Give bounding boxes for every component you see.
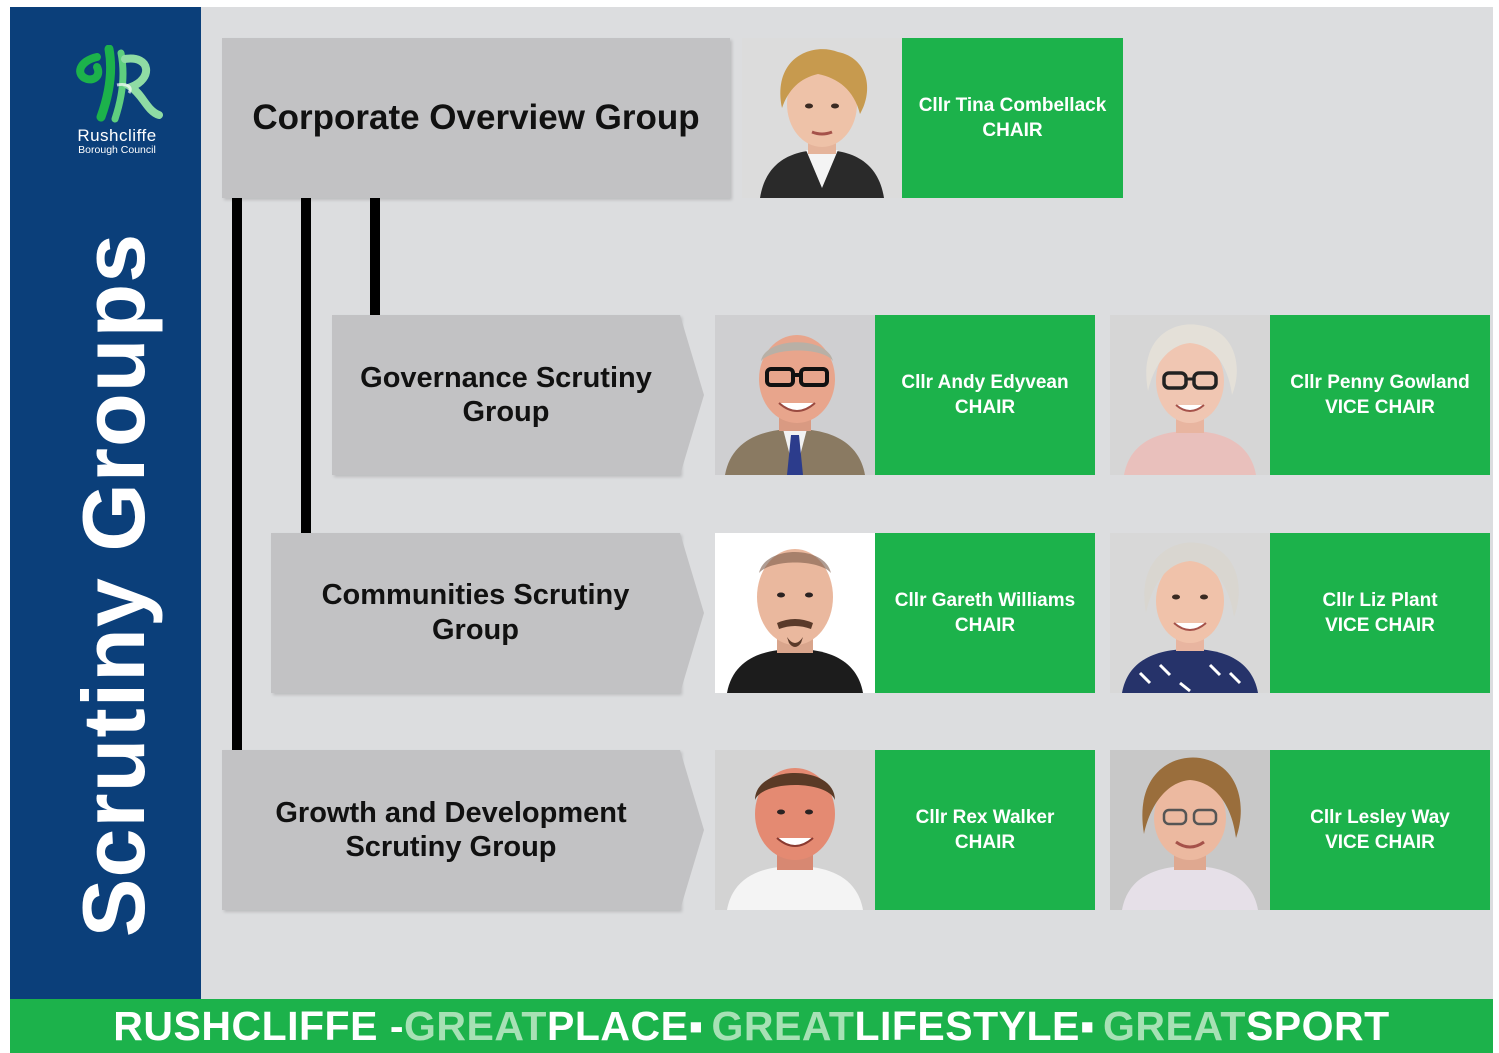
member-photo (715, 315, 875, 475)
connector-line-communities (301, 197, 311, 533)
footer-sport: SPORT (1245, 1002, 1390, 1049)
member-name: Cllr Liz Plant (1322, 590, 1438, 611)
member-namebox: Cllr Tina Combellack CHAIR (902, 38, 1123, 198)
member-role: VICE CHAIR (1325, 615, 1435, 636)
member-photo (715, 750, 875, 910)
member-name: Cllr Andy Edyvean (901, 372, 1069, 393)
group-box: Growth and Development Scrutiny Group (222, 750, 680, 910)
group-label: Growth and Development Scrutiny Group (275, 797, 627, 863)
footer-great: GREAT (711, 1002, 855, 1049)
member-namebox: Cllr Penny Gowland VICE CHAIR (1270, 315, 1490, 475)
member-namebox: Cllr Rex Walker CHAIR (875, 750, 1095, 910)
group-box: Communities Scrutiny Group (271, 533, 680, 693)
member-role: CHAIR (954, 397, 1016, 418)
member-role: VICE CHAIR (1325, 832, 1435, 853)
member-role: CHAIR (954, 832, 1016, 853)
footer-place: PLACE (546, 1002, 689, 1049)
group-label: Communities Scrutiny Group (321, 579, 630, 646)
member-photo (1110, 315, 1270, 475)
member-name: Cllr Rex Walker (915, 807, 1055, 828)
sidebar: Rushcliffe Borough Council Scrutiny Grou… (10, 7, 201, 999)
member-name: Cllr Gareth Williams (894, 590, 1076, 611)
member-role: CHAIR (954, 615, 1016, 636)
group-communities-scrutiny: Communities Scrutiny Group (271, 533, 704, 693)
connector-line-growth (232, 197, 242, 750)
group-arrow (680, 315, 704, 475)
member-photo (742, 38, 902, 198)
logo-subtitle: Borough Council (78, 144, 156, 156)
council-logo: Rushcliffe Borough Council (58, 45, 176, 156)
footer-separator: ▪ (1079, 1002, 1095, 1049)
member-namebox: Cllr Andy Edyvean CHAIR (875, 315, 1095, 475)
group-governance-scrutiny: Governance Scrutiny Group (332, 315, 704, 475)
member-namebox: Cllr Gareth Williams CHAIR (875, 533, 1095, 693)
group-box: Corporate Overview Group (222, 38, 730, 198)
footer-great: GREAT (404, 1002, 547, 1049)
footer-rushcliffe: RUSHCLIFFE - (113, 1002, 404, 1049)
member-photo (1110, 533, 1270, 693)
member-namebox: Cllr Lesley Way VICE CHAIR (1270, 750, 1490, 910)
rushcliffe-logo-icon (76, 45, 163, 123)
group-arrow (680, 750, 704, 910)
member-role: VICE CHAIR (1325, 397, 1435, 418)
member-role: CHAIR (982, 120, 1043, 141)
logo-name: Rushcliffe (77, 126, 157, 145)
member-name: Cllr Tina Combellack (918, 95, 1107, 116)
group-arrow (680, 533, 704, 693)
footer-great: GREAT (1102, 1002, 1246, 1049)
member-photo (1110, 750, 1270, 910)
group-corporate-overview: Corporate Overview Group (222, 38, 730, 198)
footer-banner: RUSHCLIFFE - GREAT PLACE ▪GREAT LIFESTYL… (10, 999, 1493, 1053)
connector-line-governance (370, 197, 380, 315)
footer-separator: ▪ (688, 1002, 704, 1049)
member-namebox: Cllr Liz Plant VICE CHAIR (1270, 533, 1490, 693)
group-box: Governance Scrutiny Group (332, 315, 680, 475)
footer-lifestyle: LIFESTYLE (854, 1002, 1080, 1049)
member-photo (715, 533, 875, 693)
member-name: Cllr Lesley Way (1310, 807, 1450, 828)
group-label: Governance Scrutiny Group (360, 362, 652, 428)
member-name: Cllr Penny Gowland (1290, 372, 1470, 393)
group-label: Corporate Overview Group (252, 98, 700, 137)
group-growth-development: Growth and Development Scrutiny Group (222, 750, 704, 910)
page-title: Scrutiny Groups (64, 232, 163, 938)
